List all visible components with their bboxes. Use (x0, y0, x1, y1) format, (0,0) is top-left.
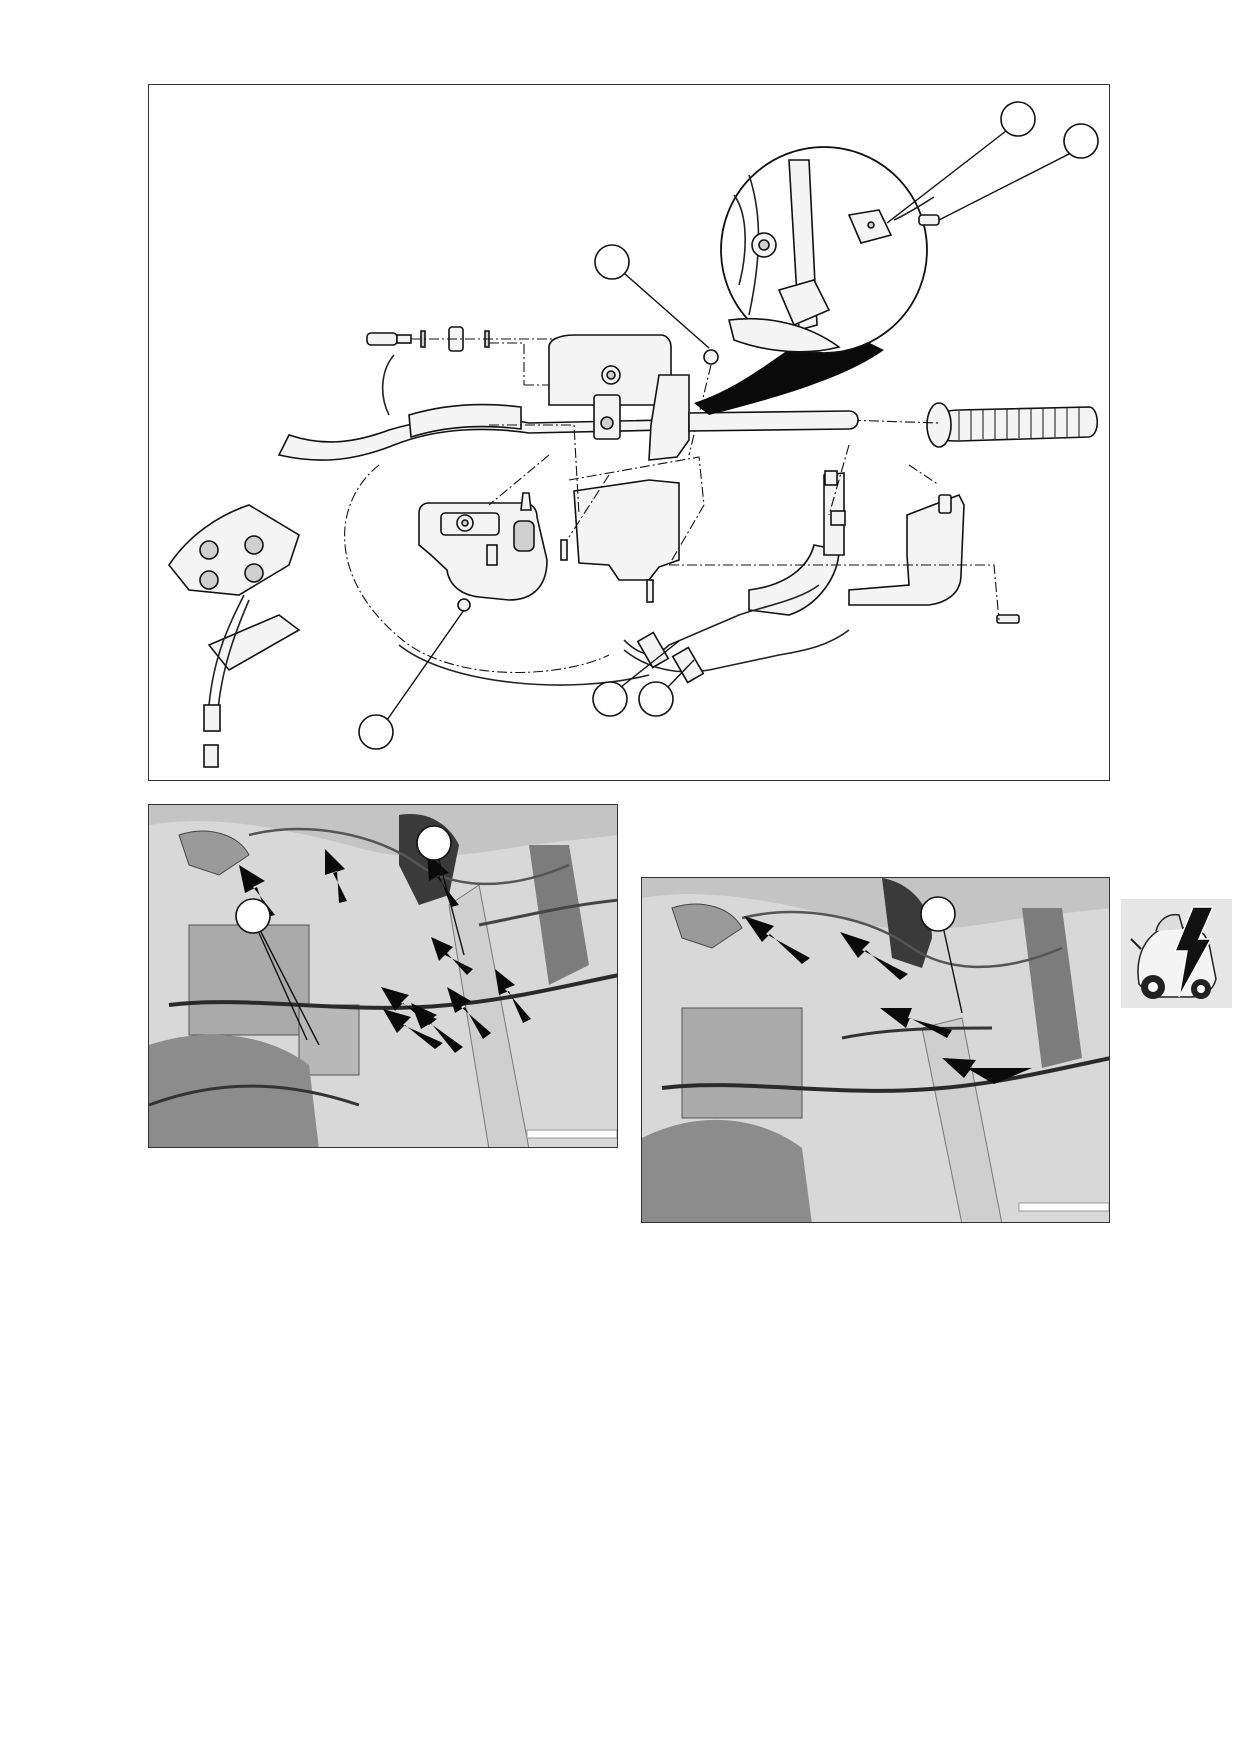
cable-lower-right (623, 584, 850, 673)
switch-housing-lower (418, 492, 548, 601)
wire-connector (203, 704, 221, 732)
wiring-routing-photo-left (148, 804, 618, 1148)
callout-circle (1000, 101, 1036, 137)
callout-circle (1063, 123, 1099, 159)
screw-top (688, 349, 719, 456)
scale-bar (1018, 1202, 1109, 1212)
magnified-detail-inset (720, 146, 940, 354)
wiring-routing-photo-right-drawing (642, 878, 1109, 1222)
screw-lower (457, 598, 471, 612)
screw-small-left (560, 539, 568, 561)
callout-circle (638, 681, 674, 717)
pivot-bolt-assembly (366, 326, 559, 352)
switch-cover-middle (573, 479, 680, 581)
wiring-routing-photo-left-drawing (149, 805, 617, 1147)
plug-connector-2 (671, 646, 705, 684)
motorcycle-electrical-icon (1130, 906, 1217, 999)
callout-circle (592, 681, 628, 717)
throttle-grip (926, 402, 1099, 448)
handlebar-clamp (168, 504, 301, 672)
exploded-diagram-drawing (168, 101, 1099, 768)
callout-circle (416, 825, 452, 861)
callout-circle (235, 898, 271, 934)
handlebar-switch-exploded-diagram (148, 84, 1110, 781)
scale-bar (526, 1129, 617, 1139)
switch-housing-upper (548, 334, 690, 461)
plug-connector-1 (636, 631, 670, 669)
callout-circle (594, 244, 630, 280)
routing-arrows (239, 849, 531, 1053)
handlebar-end (688, 410, 859, 432)
cable-lower-left (398, 644, 650, 686)
handlebar-grip-left (408, 403, 522, 439)
callout-circle (358, 714, 394, 750)
dashed-alignment-lines (344, 342, 1000, 673)
wire-connector-lower (203, 744, 219, 768)
wiring-routing-photo-right (641, 877, 1110, 1223)
section-tab-electrical (1121, 899, 1232, 1008)
screw-small-right (646, 579, 654, 603)
routing-arrows (744, 916, 1032, 1084)
right-bracket-and-cover (748, 470, 1020, 624)
callout-circle (920, 896, 956, 932)
